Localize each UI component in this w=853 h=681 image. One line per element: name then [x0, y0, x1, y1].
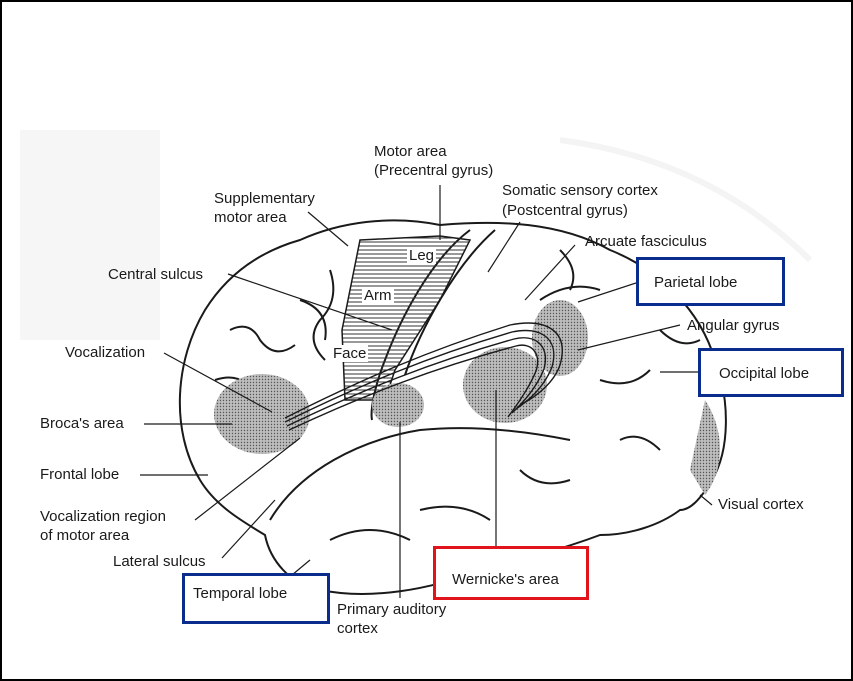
motor-area-sub-label: motor area	[214, 209, 287, 227]
wernickes-area-label: Wernicke's area	[452, 571, 559, 588]
temporal-lobe-box: Temporal lobe	[182, 573, 330, 624]
temporal-lobe-label: Temporal lobe	[193, 585, 287, 602]
postcentral-gyrus-label: (Postcentral gyrus)	[502, 202, 628, 220]
primary-auditory-label: Primary auditory	[337, 601, 446, 619]
precentral-gyrus-label: (Precentral gyrus)	[374, 162, 493, 180]
vocalization-label: Vocalization	[65, 344, 145, 362]
motor-area-label: Motor area	[374, 143, 447, 161]
arm-label: Arm	[362, 287, 394, 304]
frontal-lobe-label: Frontal lobe	[40, 466, 119, 484]
leg-label: Leg	[407, 247, 436, 264]
lateral-sulcus-label: Lateral sulcus	[113, 553, 206, 571]
somatic-sensory-label: Somatic sensory cortex	[502, 182, 658, 200]
angular-gyrus-label: Angular gyrus	[687, 317, 780, 335]
wernickes-area-box: Wernicke's area	[433, 546, 589, 600]
parietal-lobe-label: Parietal lobe	[654, 274, 737, 291]
primary-auditory-shade	[372, 383, 424, 427]
wernickes-area-shade	[463, 347, 547, 423]
supplementary-label: Supplementary	[214, 190, 315, 208]
occipital-lobe-label: Occipital lobe	[719, 365, 809, 382]
visual-cortex-shade	[690, 400, 720, 495]
shaded-areas	[214, 300, 720, 495]
central-sulcus-label: Central sulcus	[108, 266, 203, 284]
occipital-lobe-box: Occipital lobe	[698, 348, 844, 397]
auditory-cortex-label: cortex	[337, 620, 378, 638]
arcuate-fasciculus-label: Arcuate fasciculus	[585, 233, 707, 251]
face-label: Face	[331, 345, 368, 362]
of-motor-area-label: of motor area	[40, 527, 129, 545]
brocas-area-label: Broca's area	[40, 415, 124, 433]
vocalization-region-label: Vocalization region	[40, 508, 166, 526]
parietal-lobe-box: Parietal lobe	[636, 257, 785, 306]
visual-cortex-label: Visual cortex	[718, 496, 804, 514]
